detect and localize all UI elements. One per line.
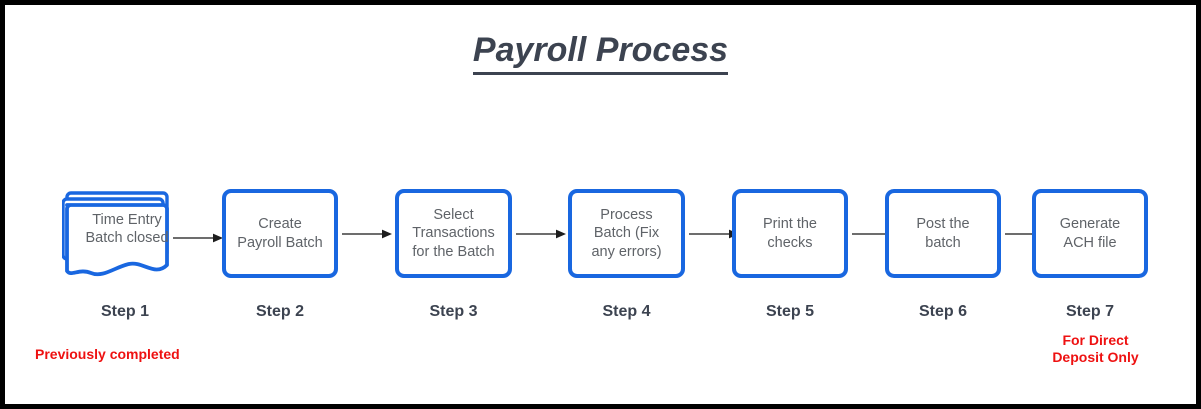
node-step4-label-line1: Process [600, 207, 653, 224]
node-step1-label-line2: Batch closed [85, 230, 169, 247]
note-direct-deposit-only: For Direct Deposit Only [1018, 332, 1173, 366]
arrow-icon [342, 229, 392, 239]
step-label-5: Step 5 [765, 303, 814, 320]
node-step7-label-line1: Generate [1059, 216, 1121, 233]
node-step6-process[interactable]: Post the batch [885, 189, 1001, 278]
node-step7-process[interactable]: Generate ACH file [1032, 189, 1148, 278]
step-label-7: Step 7 [1065, 303, 1114, 320]
node-step1-label: Time Entry Batch closed [75, 211, 179, 247]
node-step4-label: Process Batch (Fix any errors) [591, 206, 661, 260]
node-step3-label-line3: for the Batch [412, 243, 495, 260]
page-title: Payroll Process [5, 31, 1196, 75]
node-step5-label: Print the checks [763, 215, 817, 251]
node-step6-label-line1: Post the [916, 216, 970, 233]
node-step1-label-line1: Time Entry [92, 212, 162, 228]
node-step5-label-line2: checks [767, 234, 813, 251]
node-step2-label-line1: Create [258, 216, 302, 233]
node-step2-label-line2: Payroll Batch [237, 234, 323, 251]
node-step5-process[interactable]: Print the checks [732, 189, 848, 278]
page-title-text: Payroll Process [472, 31, 729, 75]
note-direct-deposit-only-line1: For Direct [1062, 332, 1129, 348]
multi-document-icon [62, 191, 169, 277]
arrow-step3-to-step4 [516, 229, 566, 239]
step-label-6: Step 6 [918, 303, 967, 320]
node-step2-label: Create Payroll Batch [237, 215, 322, 251]
node-step1-multidocument[interactable]: Time Entry Batch closed [62, 183, 188, 285]
arrow-icon [516, 229, 566, 239]
arrow-step2-to-step3 [342, 229, 392, 239]
step-label-4: Step 4 [602, 303, 651, 320]
note-previously-completed: Previously completed [35, 346, 180, 362]
arrow-step1-to-step2 [173, 233, 223, 243]
step-label-3: Step 3 [429, 303, 478, 320]
node-step3-label-line1: Select [433, 207, 474, 224]
node-step3-process[interactable]: Select Transactions for the Batch [395, 189, 512, 278]
node-step5-label-line1: Print the [763, 216, 817, 233]
node-step6-label-line2: batch [925, 234, 961, 251]
node-step3-label: Select Transactions for the Batch [412, 206, 494, 260]
node-step2-process[interactable]: Create Payroll Batch [222, 189, 338, 278]
node-step4-process[interactable]: Process Batch (Fix any errors) [568, 189, 685, 278]
node-step4-label-line2: Batch (Fix [593, 225, 660, 242]
step-label-2: Step 2 [255, 303, 304, 320]
node-step7-label-line2: ACH file [1063, 234, 1117, 251]
node-step6-label: Post the batch [916, 215, 969, 251]
node-step7-label: Generate ACH file [1060, 215, 1120, 251]
step-label-1: Step 1 [100, 303, 149, 320]
node-step3-label-line2: Transactions [412, 225, 495, 242]
note-direct-deposit-only-line2: Deposit Only [1052, 349, 1139, 366]
node-step4-label-line3: any errors) [591, 243, 662, 260]
arrow-icon [173, 233, 223, 243]
